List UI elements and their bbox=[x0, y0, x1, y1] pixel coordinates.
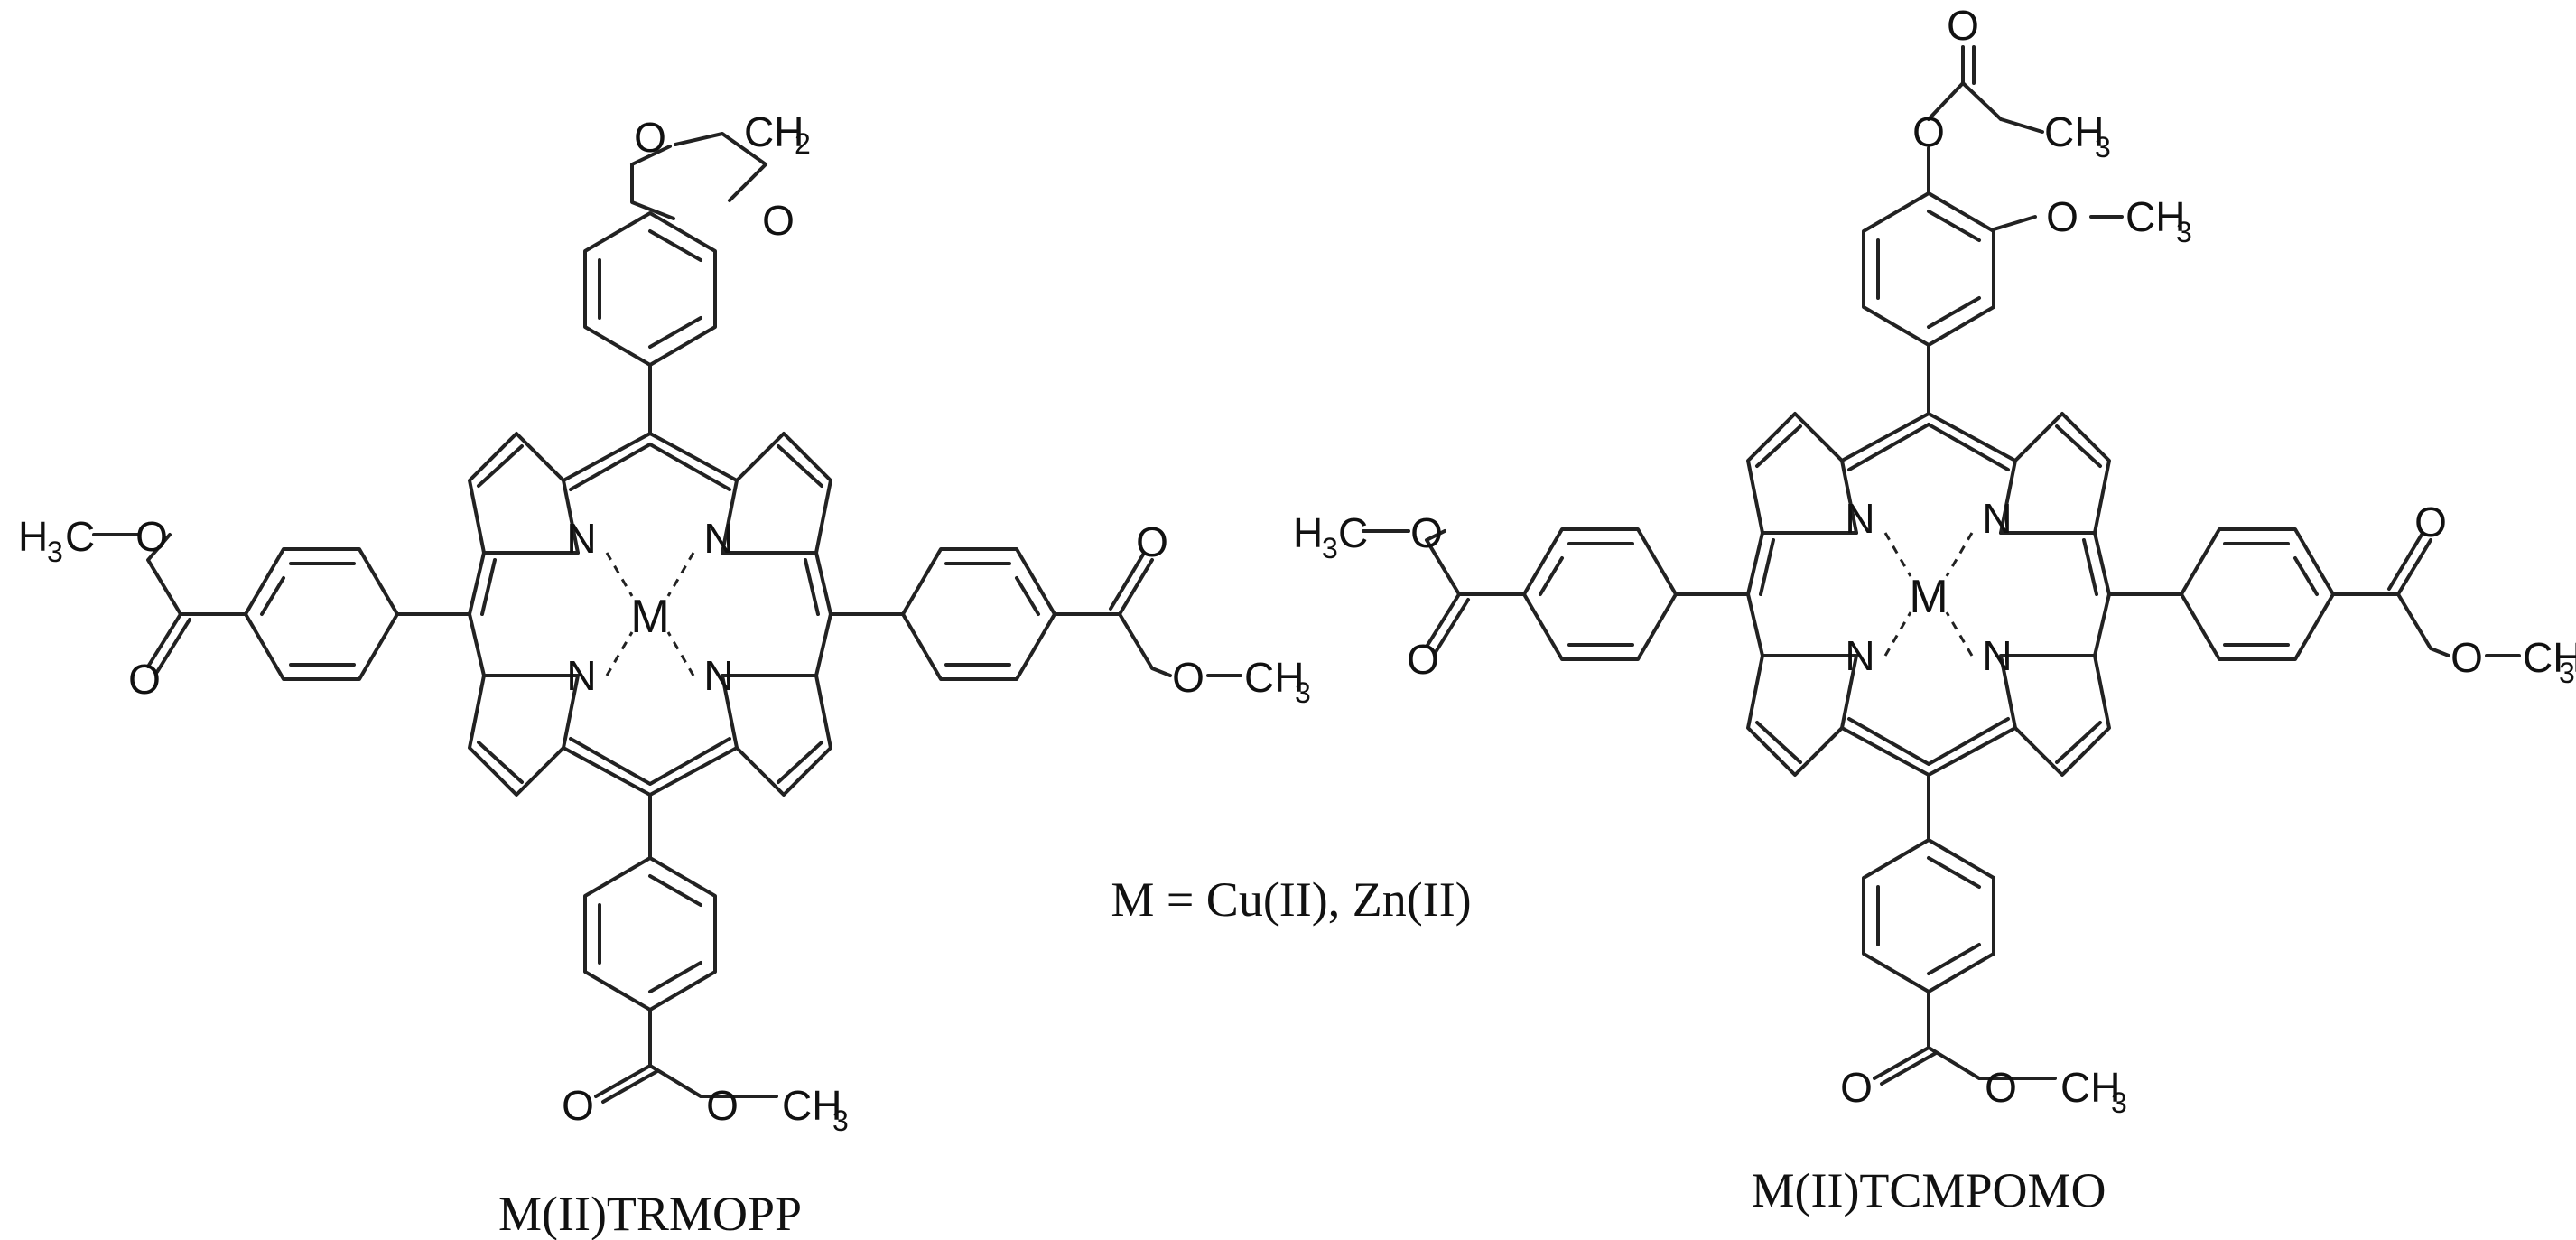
tcmpomo-metal-center: M bbox=[1909, 571, 1948, 623]
trmopp-right-ch3: CH bbox=[1244, 654, 1304, 701]
trmopp-ring-o-top: O bbox=[634, 114, 666, 161]
tcmpomo-left-ch3-subscript: 3 bbox=[1322, 532, 1338, 564]
trmopp-n-upper-right: N bbox=[703, 515, 733, 562]
trmopp-right-ester-o: O bbox=[1172, 654, 1204, 701]
tcmpomo-n-lower-left: N bbox=[1845, 632, 1874, 679]
tcmpomo-acetyl-ester-o: O bbox=[1912, 108, 1945, 155]
tcmpomo-acetyl-ch3-subscript: 3 bbox=[2095, 131, 2111, 163]
molecule-trmopp: O O CH 2 N N N N M H 3 C O O O O CH 3 O … bbox=[18, 108, 1311, 1240]
trmopp-bottom-ester-o: O bbox=[706, 1082, 739, 1129]
tcmpomo-acetyl-ch3: CH bbox=[2044, 108, 2104, 155]
metal-definition-caption: M = Cu(II), Zn(II) bbox=[1111, 872, 1471, 927]
tcmpomo-left-carbonyl-o: O bbox=[1407, 636, 1439, 683]
trmopp-metal-center: M bbox=[630, 591, 669, 643]
trmopp-ch2-subscript: 2 bbox=[795, 127, 811, 160]
trmopp-left-carbonyl-o: O bbox=[128, 656, 161, 703]
tcmpomo-methoxy-o: O bbox=[2046, 193, 2078, 240]
trmopp-ring-o-bottom: O bbox=[762, 197, 795, 244]
trmopp-ch2: CH bbox=[744, 108, 804, 155]
tcmpomo-left-ch3-c: C bbox=[1338, 509, 1368, 556]
tcmpomo-right-ch3-subscript: 3 bbox=[2559, 657, 2575, 689]
tcmpomo-n-upper-right: N bbox=[1982, 495, 2012, 542]
trmopp-n-lower-left: N bbox=[566, 652, 596, 699]
trmopp-bottom-carbonyl-o: O bbox=[562, 1082, 594, 1129]
tcmpomo-bottom-ch3-subscript: 3 bbox=[2111, 1086, 2127, 1119]
trmopp-left-ch3-subscript: 3 bbox=[47, 536, 63, 568]
trmopp-bottom-ch3-subscript: 3 bbox=[832, 1105, 849, 1137]
tcmpomo-bottom-ch3: CH bbox=[2060, 1064, 2120, 1111]
molecule-tcmpomo: O O CH 3 O CH 3 N N N N M H 3 C O O O O … bbox=[1293, 2, 2576, 1217]
trmopp-right-ch3-subscript: 3 bbox=[1295, 676, 1311, 709]
trmopp-compound-name: M(II)TRMOPP bbox=[498, 1187, 802, 1240]
trmopp-left-ch3-h: H bbox=[18, 513, 48, 560]
tcmpomo-bottom-ester-o: O bbox=[1985, 1064, 2017, 1111]
trmopp-n-upper-left: N bbox=[566, 515, 596, 562]
trmopp-bonds bbox=[92, 132, 1242, 1104]
trmopp-left-ester-o: O bbox=[135, 513, 168, 560]
tcmpomo-bottom-carbonyl-o: O bbox=[1840, 1064, 1873, 1111]
tcmpomo-acetyl-carbonyl-o: O bbox=[1947, 2, 1979, 49]
trmopp-bottom-ch3: CH bbox=[782, 1082, 842, 1129]
tcmpomo-left-ester-o: O bbox=[1410, 509, 1443, 556]
tcmpomo-bonds bbox=[1362, 45, 2521, 1086]
tcmpomo-compound-name: M(II)TCMPOMO bbox=[1751, 1163, 2106, 1217]
trmopp-n-lower-right: N bbox=[703, 652, 733, 699]
trmopp-left-ch3-c: C bbox=[65, 513, 95, 560]
tcmpomo-n-lower-right: N bbox=[1982, 632, 2012, 679]
tcmpomo-right-ch3: CH bbox=[2523, 634, 2576, 681]
tcmpomo-methoxy-ch3-subscript: 3 bbox=[2176, 216, 2192, 248]
tcmpomo-methoxy-ch3: CH bbox=[2125, 193, 2185, 240]
tcmpomo-right-ester-o: O bbox=[2450, 634, 2483, 681]
tcmpomo-right-carbonyl-o: O bbox=[2414, 499, 2447, 545]
trmopp-right-carbonyl-o: O bbox=[1136, 518, 1168, 565]
tcmpomo-n-upper-left: N bbox=[1845, 495, 1874, 542]
tcmpomo-left-ch3-h: H bbox=[1293, 509, 1323, 556]
